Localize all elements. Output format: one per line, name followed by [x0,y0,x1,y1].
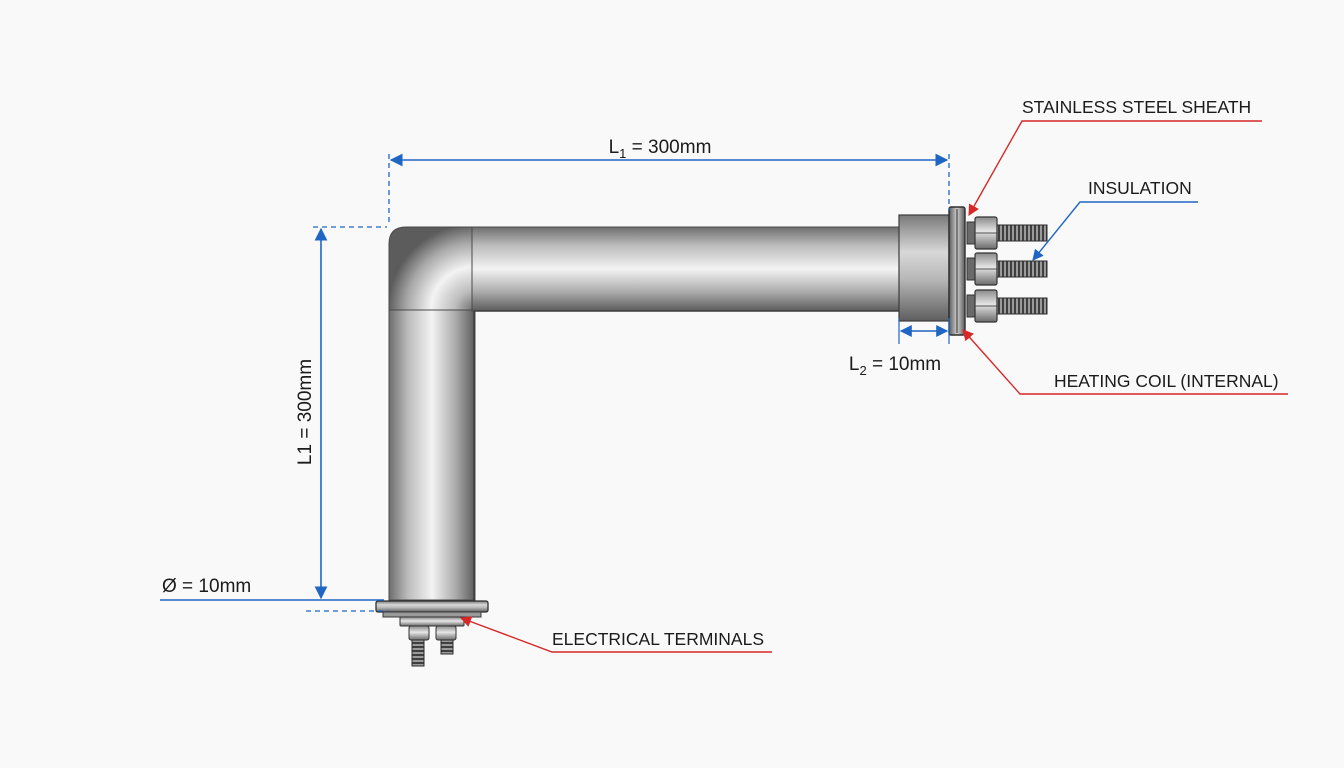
bottom-stud-left [411,639,425,667]
callout-heating-coil: HEATING COIL (INTERNAL) [1054,371,1279,391]
bottom-terminal-head [375,600,489,667]
terminal-stud-middle [966,252,1048,286]
leader-terminals [459,616,772,653]
dimension-label-flange-subscript: 2 [859,363,866,378]
pipe-vertical-leg [388,305,476,601]
leader-sheath [968,120,1262,216]
terminal-stud-bottom [966,289,1048,323]
bottom-stud-right [440,639,454,655]
leader-lines [459,120,1288,653]
leader-heating-coil [962,329,1288,395]
diameter-label: Ø = 10mm [162,576,251,597]
leader-insulation [1032,201,1198,261]
dimension-label-vertical: L1 = 300mm [295,359,316,465]
callout-insulation: INSULATION [1088,178,1192,198]
terminal-stud-top [966,216,1048,250]
pipe-bend [388,226,475,311]
pipe-horizontal-leg [471,226,901,312]
dimension-label-horizontal-value: = 300mm [626,137,711,158]
dimension-label-flange-symbol: L [849,354,860,375]
dimension-label-flange: L2 = 10mm [849,354,941,378]
right-terminal-head [898,206,1048,336]
dimension-label-horizontal-symbol: L [609,137,620,158]
dimension-label-horizontal: L1 = 300mm [609,137,712,161]
heater-pipe [388,226,901,601]
dimension-label-flange-value: = 10mm [867,354,941,375]
terminal-boss [898,214,950,322]
bottom-flange [375,600,489,613]
dimension-label-horizontal-subscript: 1 [619,146,626,161]
callout-terminals: ELECTRICAL TERMINALS [552,629,764,649]
dimension-lines [160,153,950,612]
callout-sheath: STAINLESS STEEL SHEATH [1022,97,1251,117]
